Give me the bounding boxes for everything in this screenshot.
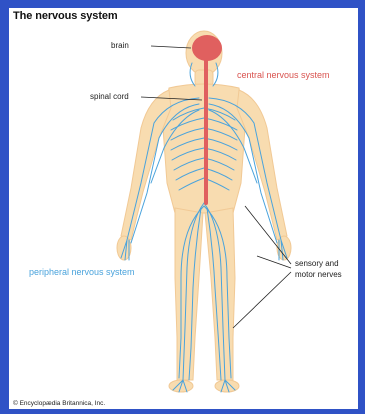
spinal-cord-label: spinal cord (90, 92, 129, 101)
left-leg (175, 208, 203, 380)
sensory-motor-label-line1: sensory and (295, 259, 339, 268)
right-leg (205, 208, 235, 380)
nerves-leader-line (233, 272, 291, 328)
peripheral-nervous-system-label: peripheral nervous system (29, 267, 135, 277)
sensory-motor-label-line2: motor nerves (295, 270, 342, 279)
copyright-credit: © Encyclopædia Britannica, Inc. (13, 400, 105, 407)
central-nervous-system-label: central nervous system (237, 70, 330, 80)
brain (192, 35, 222, 61)
diagram-panel: The nervous system (9, 8, 358, 409)
nervous-system-illustration (9, 8, 358, 409)
brain-label: brain (111, 41, 129, 50)
brain-leader-line (151, 46, 191, 48)
